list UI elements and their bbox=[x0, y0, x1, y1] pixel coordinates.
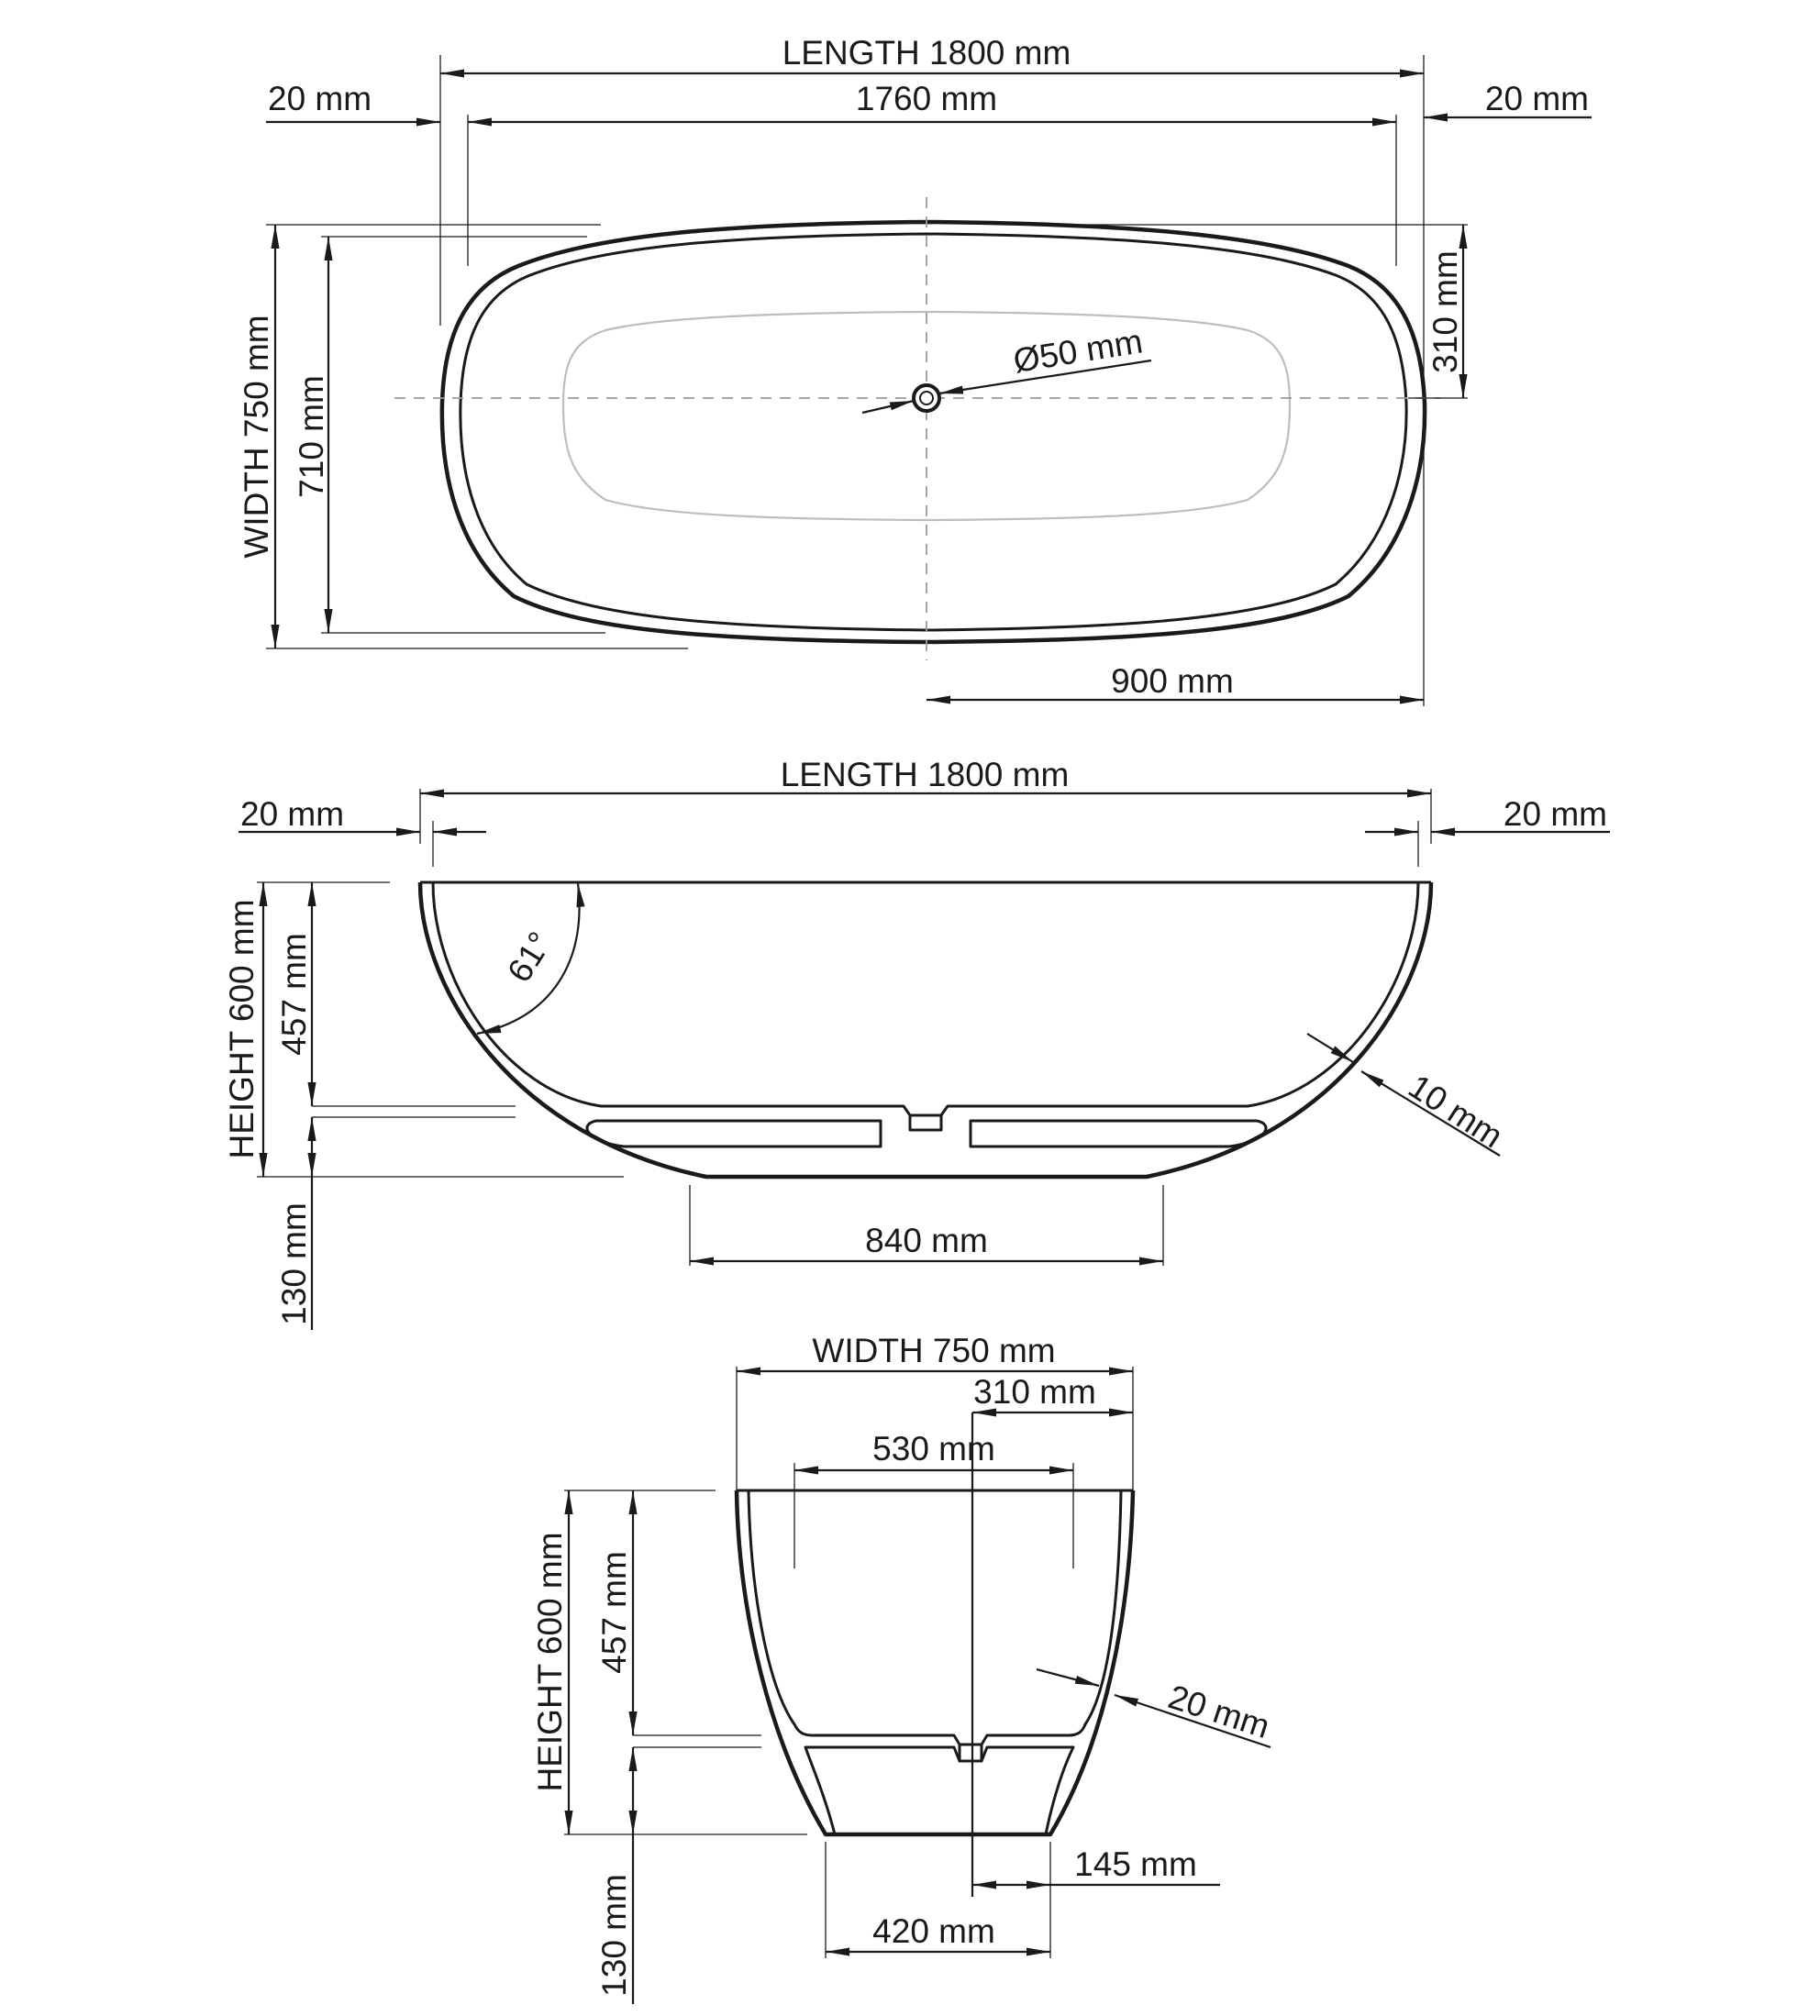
side-angle-label: 61° bbox=[500, 925, 559, 989]
end-wall-leader-outer bbox=[1114, 1693, 1271, 1749]
drain-diameter-leader-left bbox=[861, 399, 915, 415]
side-base-length-label: 840 mm bbox=[865, 1222, 988, 1259]
side-view: LENGTH 1800 mm 20 mm 20 mm HEIGHT 600 mm… bbox=[223, 756, 1610, 1330]
drain-diameter-leader-right bbox=[938, 359, 1152, 395]
end-wall-leader-inner bbox=[1036, 1667, 1100, 1688]
side-drain-recess bbox=[908, 1115, 943, 1132]
end-width-label: WIDTH 750 mm bbox=[812, 1332, 1055, 1369]
end-drain-offset-label: 310 mm bbox=[973, 1373, 1096, 1411]
end-base-height-label: 130 mm bbox=[595, 1874, 633, 1997]
tub-inner-rim bbox=[459, 232, 1408, 632]
top-rim-left-label: 20 mm bbox=[268, 80, 372, 117]
top-view: LENGTH 1800 mm 1760 mm 20 mm 20 mm WIDTH… bbox=[238, 34, 1592, 706]
end-inner-width-label: 530 mm bbox=[872, 1430, 995, 1468]
side-wall-leader-outer bbox=[1360, 1070, 1501, 1157]
drain-inner-icon bbox=[919, 391, 934, 405]
side-angle-arc bbox=[476, 882, 585, 1036]
side-length-label: LENGTH 1800 mm bbox=[781, 756, 1070, 793]
end-height-label: HEIGHT 600 mm bbox=[531, 1532, 569, 1791]
end-outer-shell bbox=[734, 1490, 1136, 1837]
top-half-length-label: 900 mm bbox=[1111, 662, 1234, 700]
side-wall-leader-inner bbox=[1306, 1033, 1354, 1063]
end-depth-label: 457 mm bbox=[595, 1551, 633, 1674]
side-base-cutout-left bbox=[585, 1119, 882, 1148]
tub-basin-outline bbox=[561, 310, 1292, 522]
side-rim-right-label: 20 mm bbox=[1504, 795, 1607, 833]
top-inner-length-label: 1760 mm bbox=[856, 80, 997, 117]
end-base-cavity bbox=[804, 1745, 1075, 1835]
side-rim-left-label: 20 mm bbox=[240, 795, 344, 833]
top-width-label: WIDTH 750 mm bbox=[238, 315, 275, 558]
top-rim-right-label: 20 mm bbox=[1485, 80, 1589, 117]
side-height-label: HEIGHT 600 mm bbox=[223, 899, 261, 1158]
top-inner-width-label: 710 mm bbox=[293, 375, 330, 498]
end-drain-recess bbox=[958, 1745, 983, 1763]
side-outer-shell bbox=[417, 881, 1434, 1180]
top-drain-offset-label: 310 mm bbox=[1426, 250, 1464, 373]
side-base-cutout-right bbox=[969, 1119, 1268, 1148]
end-base-width-label: 420 mm bbox=[872, 1912, 995, 1950]
side-depth-label: 457 mm bbox=[275, 933, 313, 1056]
drain-icon bbox=[912, 383, 941, 413]
side-wall-label: 10 mm bbox=[1402, 1068, 1509, 1156]
top-length-label: LENGTH 1800 mm bbox=[782, 34, 1071, 72]
end-drain-to-base-label: 145 mm bbox=[1074, 1845, 1197, 1883]
tub-outer-rim bbox=[439, 219, 1427, 645]
end-wall-label: 20 mm bbox=[1164, 1678, 1274, 1745]
end-inner-shell bbox=[747, 1490, 1123, 1746]
end-view: WIDTH 750 mm 310 mm 530 mm HEIGHT 600 mm… bbox=[531, 1332, 1274, 2004]
side-base-height-label: 130 mm bbox=[275, 1202, 313, 1325]
side-inner-shell bbox=[431, 881, 1420, 1117]
